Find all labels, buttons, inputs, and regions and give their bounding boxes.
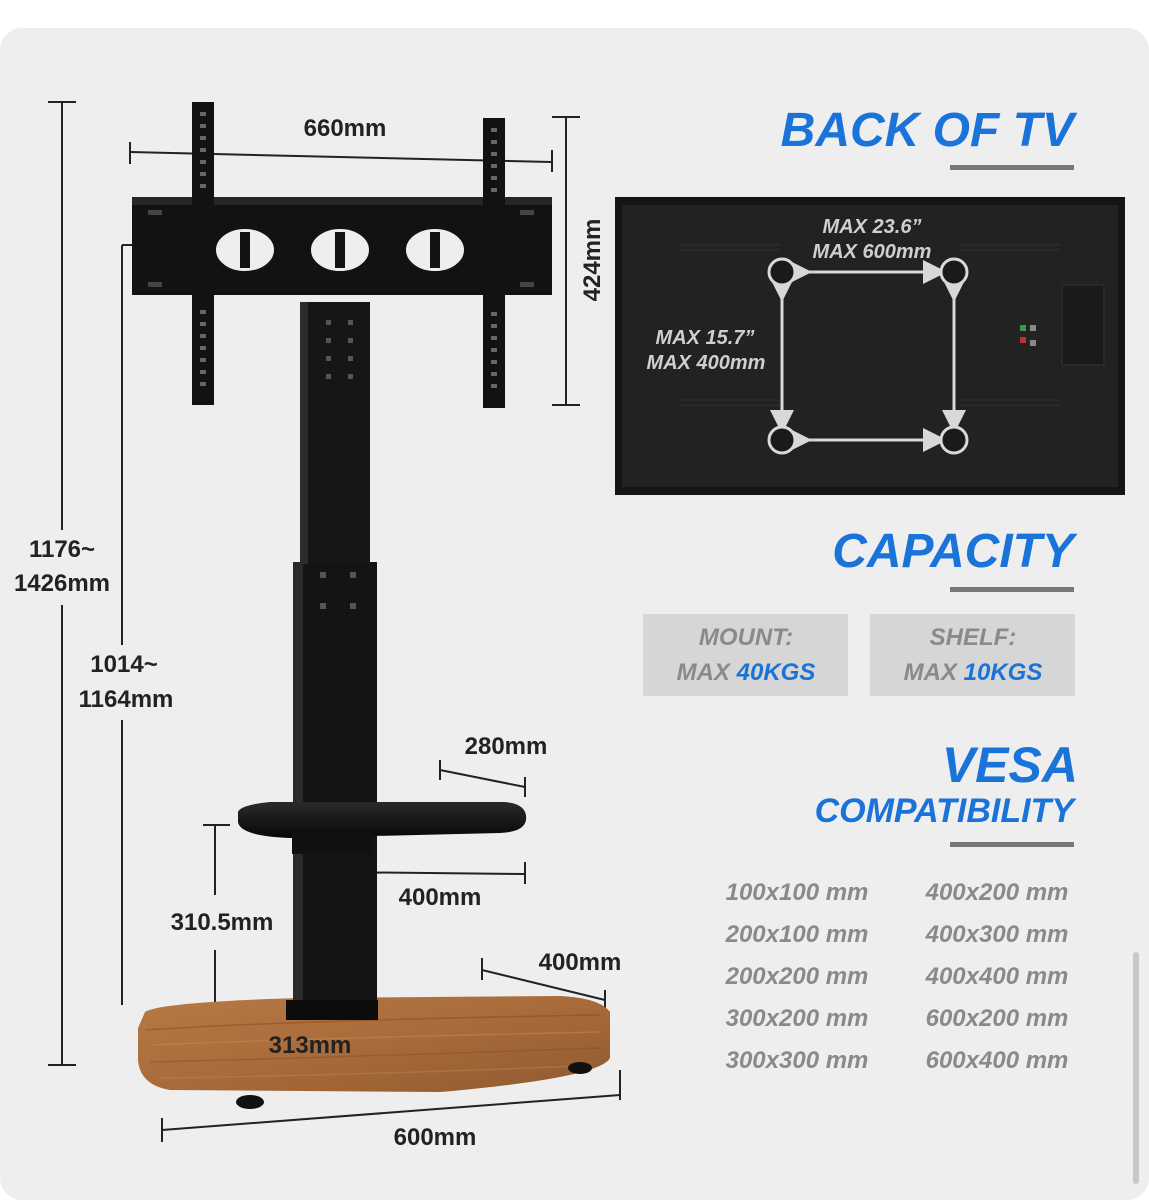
stand-diagram: 660mm 424mm 1176~ 1426mm 1014~ 1164mm 28…	[14, 101, 1125, 1151]
vesa-size: 600x400 mm	[926, 1047, 1069, 1074]
width-top-label: 660mm	[304, 115, 387, 142]
vesa-underline	[950, 842, 1074, 847]
compatibility-heading: COMPATIBILITY	[815, 792, 1078, 830]
capacity-underline	[950, 587, 1074, 592]
shelf-value-line: MAX 10KGS	[904, 659, 1043, 686]
back-of-tv-heading: BACK OF TV	[781, 104, 1078, 157]
vesa-size: 600x200 mm	[926, 1005, 1069, 1032]
capacity-heading: CAPACITY	[832, 525, 1078, 578]
max-width-inch: MAX 23.6”	[823, 216, 922, 238]
vesa-size: 200x200 mm	[725, 963, 869, 990]
product-diagram-card: 660mm 424mm 1176~ 1426mm 1014~ 1164mm 28…	[0, 28, 1149, 1200]
max-width-mm: MAX 600mm	[813, 241, 932, 263]
vesa-size: 400x200 mm	[925, 879, 1069, 906]
base-width-dimension	[161, 1070, 621, 1142]
pole-height-dimension	[121, 244, 140, 1005]
shelf-value: 10KGS	[964, 659, 1043, 686]
vesa-size: 200x100 mm	[725, 921, 869, 948]
pole-height-label-2: 1164mm	[79, 686, 174, 713]
vesa-size: 400x300 mm	[925, 921, 1069, 948]
vesa-sizes-left: 100x100 mm 200x100 mm 200x200 mm 300x200…	[725, 879, 869, 1074]
mount-value-line: MAX 40KGS	[677, 659, 816, 686]
base-offset-label: 313mm	[269, 1032, 352, 1059]
vesa-size: 400x400 mm	[925, 963, 1069, 990]
bracket-height-dimension	[552, 116, 580, 406]
bracket-height-label: 424mm	[579, 219, 606, 302]
shelf-depth-dimension	[439, 760, 526, 797]
vesa-heading: VESA	[942, 737, 1078, 793]
base-width-label: 600mm	[394, 1124, 477, 1151]
shelf-width-label: 400mm	[399, 884, 482, 911]
upper-column	[300, 302, 370, 564]
scrollbar[interactable]	[1133, 952, 1139, 1184]
back-of-tv-underline	[950, 165, 1074, 170]
shelf-label: SHELF:	[930, 624, 1017, 651]
vesa-size: 300x200 mm	[726, 1005, 869, 1032]
vesa-pattern-arrows	[770, 260, 966, 452]
vesa-sizes-right: 400x200 mm 400x300 mm 400x400 mm 600x200…	[925, 879, 1069, 1074]
column-holes	[320, 320, 356, 609]
total-height-dimension	[48, 101, 76, 1066]
max-height-inch: MAX 15.7”	[656, 327, 755, 349]
shelf-capacity-badge	[870, 614, 1075, 696]
total-height-label-1: 1176~	[29, 536, 95, 563]
shelf-depth-label: 280mm	[465, 733, 548, 760]
vesa-bracket-left	[192, 102, 214, 405]
column-foot	[286, 1000, 378, 1020]
shelf-height-label: 310.5mm	[171, 909, 274, 936]
pole-height-label-1: 1014~	[90, 651, 157, 678]
vesa-size: 100x100 mm	[726, 879, 869, 906]
mount-value: 40KGS	[736, 659, 816, 686]
glass-shelf	[238, 802, 527, 854]
base-depth-label: 400mm	[539, 949, 622, 976]
vesa-size: 300x300 mm	[726, 1047, 869, 1074]
shelf-prefix: MAX	[904, 659, 964, 686]
vesa-holes	[767, 257, 969, 455]
wooden-base	[138, 996, 610, 1109]
tv-back-panel	[615, 197, 1125, 495]
total-height-label-2: 1426mm	[14, 570, 110, 597]
mount-capacity-badge	[643, 614, 848, 696]
max-height-mm: MAX 400mm	[647, 352, 766, 374]
mount-label: MOUNT:	[699, 624, 793, 651]
mount-prefix: MAX	[677, 659, 737, 686]
lower-column	[293, 562, 377, 1017]
vesa-bracket-right	[483, 118, 505, 408]
